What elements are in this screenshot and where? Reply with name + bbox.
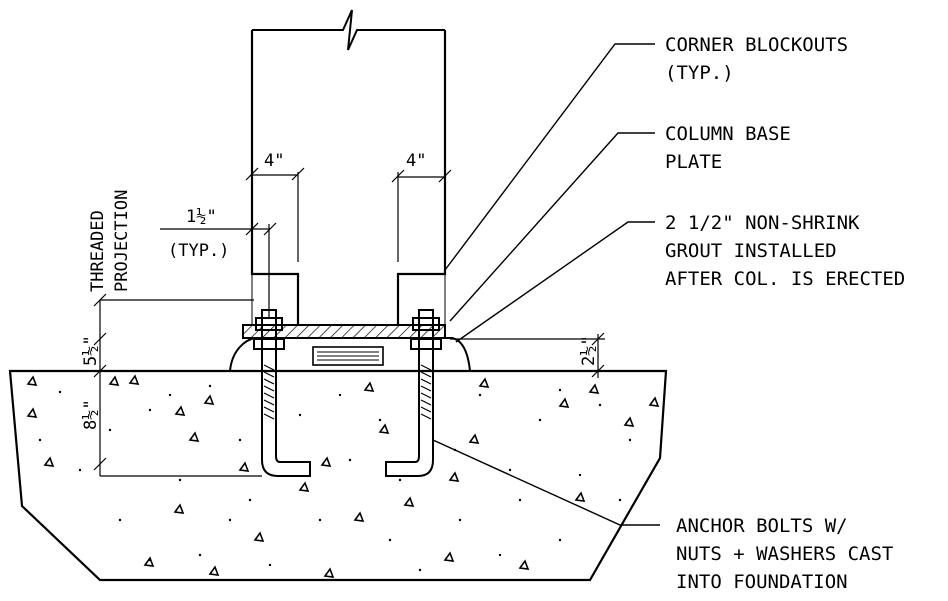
dim-blockout-right: 4" bbox=[406, 151, 426, 171]
concrete-foundation bbox=[8, 369, 668, 582]
callout-corner-blockouts: CORNER BLOCKOUTS (TYP.) bbox=[665, 34, 848, 84]
svg-text:2 1/2" NON-SHRINK: 2 1/2" NON-SHRINK bbox=[665, 212, 860, 234]
dim-blockout-left: 4" bbox=[264, 151, 284, 171]
dim-edge-typ: (TYP.) bbox=[168, 241, 229, 261]
steel-column bbox=[250, 9, 447, 325]
svg-text:AFTER COL. IS ERECTED: AFTER COL. IS ERECTED bbox=[665, 268, 905, 290]
leader-lines bbox=[432, 43, 660, 526]
svg-text:COLUMN BASE: COLUMN BASE bbox=[665, 123, 791, 145]
svg-text:INTO FOUNDATION: INTO FOUNDATION bbox=[676, 571, 848, 593]
svg-text:ANCHOR BOLTS W/: ANCHOR BOLTS W/ bbox=[676, 515, 848, 537]
dimension-lines bbox=[93, 167, 605, 477]
svg-text:NUTS + WASHERS CAST: NUTS + WASHERS CAST bbox=[676, 543, 893, 565]
callout-anchor-bolts: ANCHOR BOLTS W/ NUTS + WASHERS CAST INTO… bbox=[676, 515, 893, 593]
aggregate-marks bbox=[26, 374, 660, 578]
dim-edge-distance: 1½" bbox=[186, 207, 217, 227]
anchor-bolt-right bbox=[385, 309, 442, 477]
dim-threaded-projection-2: PROJECTION bbox=[112, 190, 132, 292]
svg-text:CORNER BLOCKOUTS: CORNER BLOCKOUTS bbox=[665, 34, 848, 56]
callout-grout: 2 1/2" NON-SHRINK GROUT INSTALLED AFTER … bbox=[665, 212, 905, 290]
callout-base-plate: COLUMN BASE PLATE bbox=[665, 123, 791, 173]
dim-embedment: 8½" bbox=[81, 399, 101, 430]
dim-threaded-projection: THREADED bbox=[88, 210, 108, 292]
concrete-stipple bbox=[38, 384, 632, 572]
svg-text:(TYP.): (TYP.) bbox=[665, 62, 734, 84]
column-base-plate bbox=[242, 324, 446, 339]
dim-projection-value: 5½" bbox=[81, 335, 101, 366]
svg-text:PLATE: PLATE bbox=[665, 151, 722, 173]
dim-grout-thickness: 2½" bbox=[579, 335, 599, 366]
svg-text:GROUT INSTALLED: GROUT INSTALLED bbox=[665, 240, 837, 262]
